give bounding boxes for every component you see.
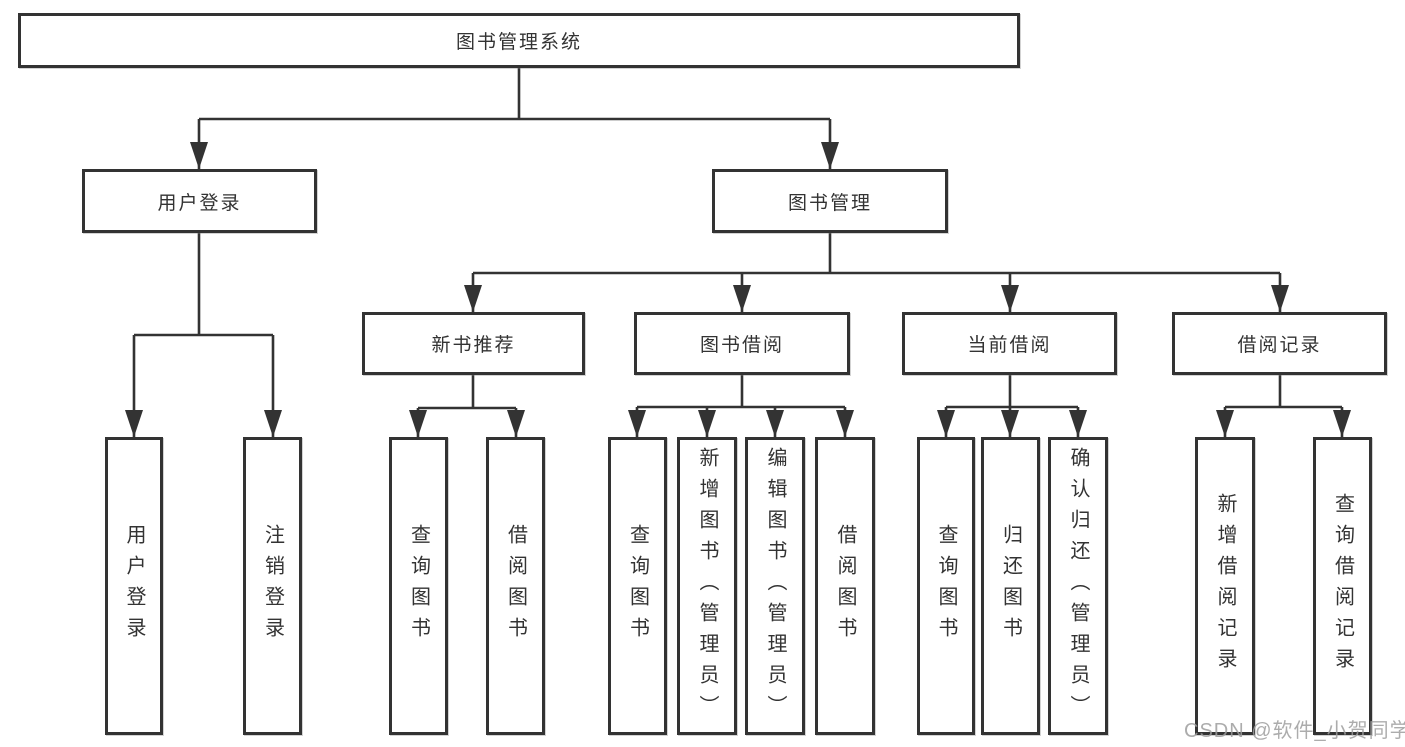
leaf-add-books-admin: 新增图书（管理员） — [677, 437, 737, 735]
leaf-logout-login: 注销登录 — [243, 437, 302, 735]
leaf-query-borrow-record: 查询借阅记录 — [1313, 437, 1372, 735]
leaf-query-books-current: 查询图书 — [917, 437, 975, 735]
leaf-query-books-recommend: 查询图书 — [389, 437, 448, 735]
watermark-text: CSDN @软件_小贺同学 — [1184, 720, 1405, 742]
node-borrowing-records: 借阅记录 — [1172, 312, 1387, 375]
leaf-add-borrow-record: 新增借阅记录 — [1195, 437, 1255, 735]
node-book-management: 图书管理 — [712, 169, 948, 233]
leaf-return-books: 归还图书 — [981, 437, 1040, 735]
leaf-user-login: 用户登录 — [105, 437, 163, 735]
leaf-confirm-return-admin: 确认归还（管理员） — [1048, 437, 1108, 735]
node-new-book-recommendation: 新书推荐 — [362, 312, 585, 375]
node-user-login: 用户登录 — [82, 169, 317, 233]
node-book-borrowing: 图书借阅 — [634, 312, 850, 375]
leaf-edit-books-admin: 编辑图书（管理员） — [745, 437, 805, 735]
leaf-borrow-books: 借阅图书 — [815, 437, 875, 735]
leaf-borrow-books-recommend: 借阅图书 — [486, 437, 545, 735]
leaf-query-books-borrowing: 查询图书 — [608, 437, 667, 735]
node-current-borrowing: 当前借阅 — [902, 312, 1117, 375]
node-library-management-system: 图书管理系统 — [18, 13, 1020, 68]
